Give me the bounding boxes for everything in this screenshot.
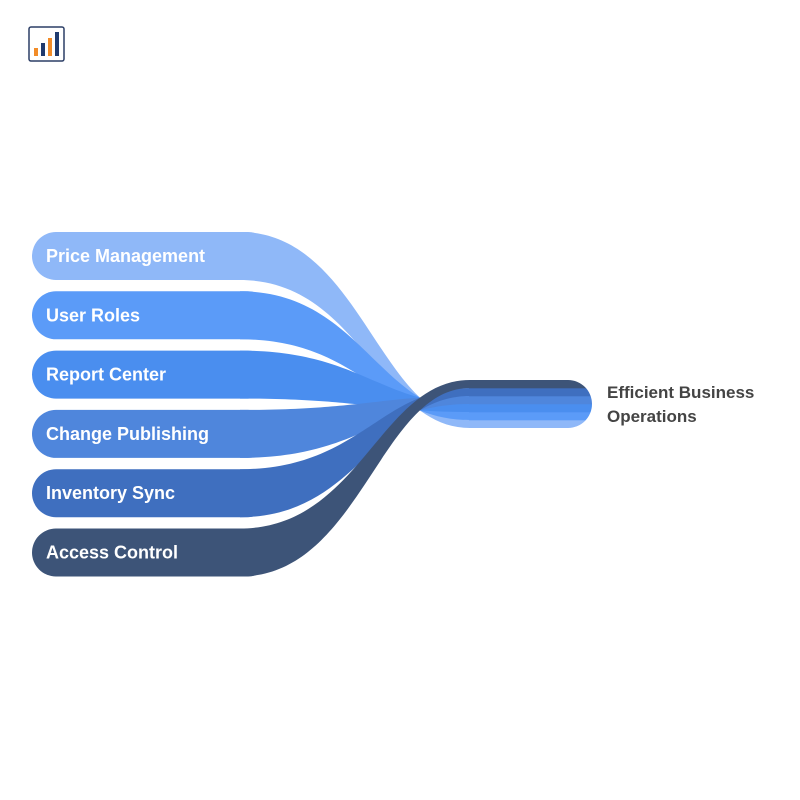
source-label: Inventory Sync [46, 483, 175, 503]
source-node [32, 291, 272, 340]
source-band-3: Change Publishing [32, 396, 592, 458]
source-band-4: Inventory Sync [32, 388, 592, 518]
source-label: Change Publishing [46, 424, 209, 444]
source-node [32, 409, 272, 458]
flow-ribbon [240, 380, 471, 577]
flow-ribbon [240, 291, 471, 420]
source-band-5: Access Control [32, 380, 592, 577]
source-node [32, 350, 272, 399]
source-band-1: User Roles [32, 291, 592, 421]
target-segment [469, 380, 592, 389]
flow-ribbon [240, 388, 471, 518]
source-label: User Roles [46, 305, 140, 325]
source-label: Access Control [46, 543, 178, 563]
target-label-line2: Operations [607, 407, 697, 426]
flow-ribbon [240, 232, 471, 428]
target-segment [469, 412, 592, 421]
source-label: Report Center [46, 365, 166, 385]
source-node [32, 469, 272, 518]
target-segment [469, 420, 592, 428]
source-label: Price Management [46, 246, 205, 266]
source-band-2: Report Center [32, 350, 592, 413]
target-label-line1: Efficient Business [607, 383, 754, 402]
flow-ribbon [240, 350, 471, 412]
source-band-0: Price Management [32, 232, 592, 428]
target-segment [469, 404, 592, 413]
target-segment [469, 388, 592, 397]
source-node [32, 528, 272, 577]
source-node [32, 232, 272, 280]
logo [28, 26, 65, 62]
target-segment [469, 396, 592, 405]
